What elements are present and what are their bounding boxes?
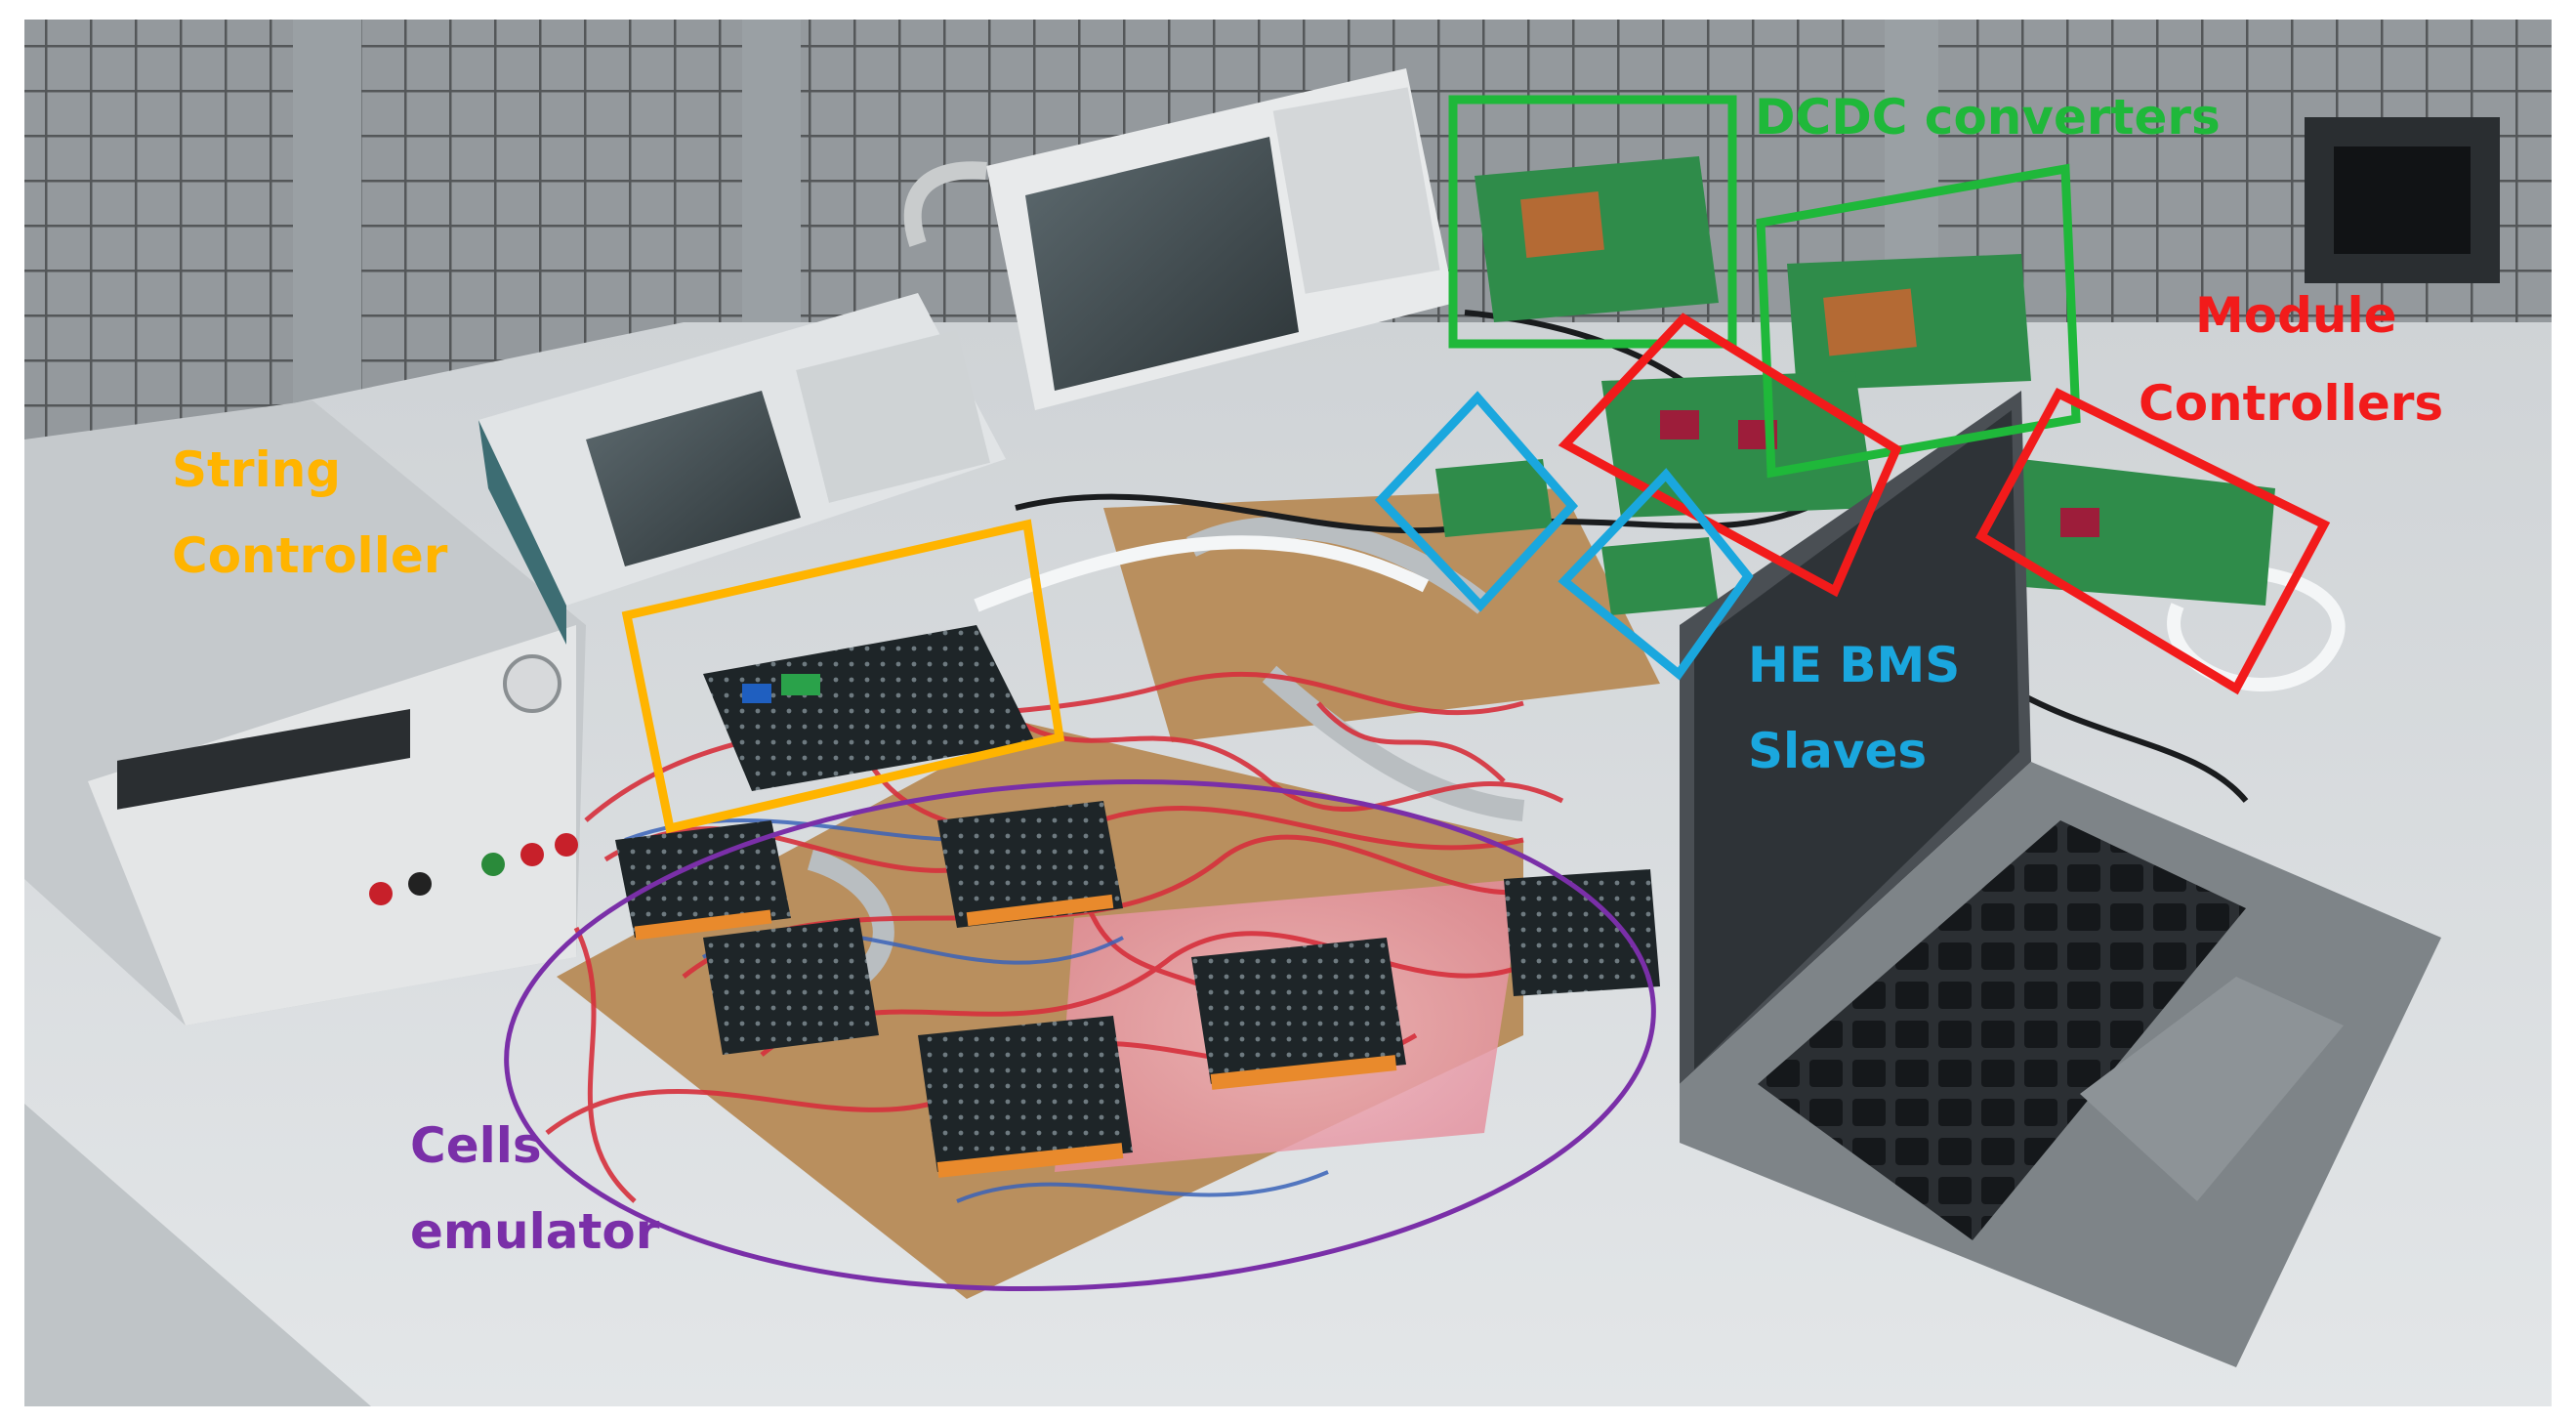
power-supply [24, 400, 586, 1025]
label-string-line2: Controller [172, 527, 448, 584]
label-module-line2: Controllers [2139, 375, 2443, 432]
label-he-bms-line2: Slaves [1748, 723, 1927, 779]
ribbon-cables [807, 517, 1525, 985]
touchpad-icon [2080, 977, 2344, 1201]
cell-emulator-board [937, 801, 1123, 928]
label-module-line1: Module [2195, 287, 2397, 344]
laptop [1680, 391, 2441, 1367]
oscilloscope-right [903, 68, 1455, 410]
label-dcdc-converters: DCDC converters [1755, 89, 2221, 146]
oscilloscope-left [478, 293, 1006, 645]
string-controller-box [621, 519, 1065, 834]
dcdc-converter-boards [1475, 156, 2031, 391]
label-cells-line2: emulator [410, 1203, 660, 1260]
he-bms-slave-boards [1435, 459, 1719, 615]
cell-emulator-board [703, 918, 879, 1055]
he-bms-box-1 [1374, 391, 1579, 612]
cells-emulator-ellipse [504, 779, 1656, 1291]
oscilloscope-screen-icon [1025, 137, 1299, 391]
dcdc-box-2 [1756, 163, 2081, 479]
oscilloscope-screen-icon [586, 391, 801, 566]
label-he-bms-line1: HE BMS [1748, 637, 1960, 693]
annotation-labels: DCDC converters Module Controllers Strin… [172, 89, 2443, 1260]
module-box-2 [1974, 388, 2331, 695]
cell-emulator-board [1191, 938, 1406, 1084]
module-box-1 [1558, 313, 1902, 598]
label-string-line1: String [172, 441, 341, 498]
he-bms-box-2 [1558, 468, 1754, 681]
keyboard-icon [1758, 820, 2246, 1240]
string-controller-board [703, 625, 1035, 791]
cell-emulator-boards [615, 801, 1660, 1178]
cell-emulator-board [1504, 869, 1660, 996]
annotations [504, 95, 2331, 1291]
cell-emulator-board [615, 820, 791, 938]
dcdc-box-1 [1448, 95, 1737, 349]
cell-emulator-board [918, 1016, 1133, 1172]
label-cells-line1: Cells [410, 1117, 542, 1174]
